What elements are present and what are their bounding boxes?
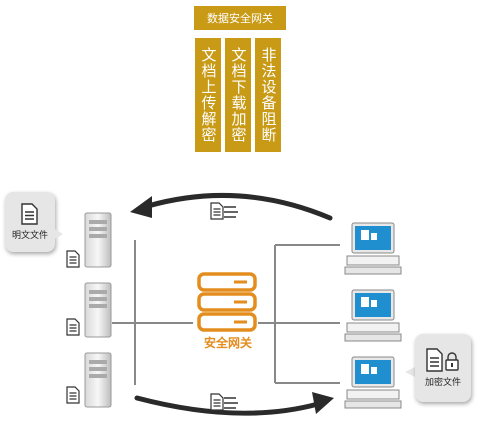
gateway-label: 安全网关 — [203, 336, 252, 350]
callout-pointer — [53, 228, 63, 240]
document-icon — [210, 393, 224, 411]
feature-download-encrypt: 文档下载加密 — [225, 38, 251, 152]
server-tower-icon — [84, 282, 112, 338]
left-connector-line — [112, 240, 193, 385]
right-connector-line — [258, 244, 340, 384]
bottom-arrow-head — [312, 392, 334, 414]
bottom-motion-lines — [224, 397, 238, 409]
encrypted-document-icon — [426, 348, 459, 372]
security-gateway-icon — [197, 272, 257, 332]
feature-block-illegal-device: 非法设备阻断 — [255, 38, 281, 152]
top-motion-lines — [224, 206, 238, 218]
document-icon — [66, 386, 80, 404]
document-icon — [66, 250, 80, 268]
server-tower-icon — [84, 212, 112, 268]
monitor-icon — [344, 222, 402, 275]
bottom-arrow — [134, 395, 321, 416]
encrypted-file-label: 加密文件 — [424, 378, 461, 388]
monitor-icon — [344, 289, 402, 342]
document-icon — [210, 202, 224, 220]
plaintext-file-callout: 明文文件 — [5, 192, 55, 252]
monitor-icon — [344, 356, 402, 409]
encrypted-file-callout: 加密文件 — [415, 334, 471, 402]
top-arrow-head — [130, 196, 152, 218]
plaintext-file-label: 明文文件 — [11, 231, 48, 241]
feature-upload-decrypt: 文档上传解密 — [195, 38, 221, 152]
callout-pointer — [405, 366, 417, 378]
document-icon — [66, 318, 80, 336]
server-tower-icon — [84, 352, 112, 408]
document-icon — [21, 203, 38, 225]
panel-title: 数据安全网关 — [194, 6, 286, 30]
top-arrow — [145, 192, 333, 221]
